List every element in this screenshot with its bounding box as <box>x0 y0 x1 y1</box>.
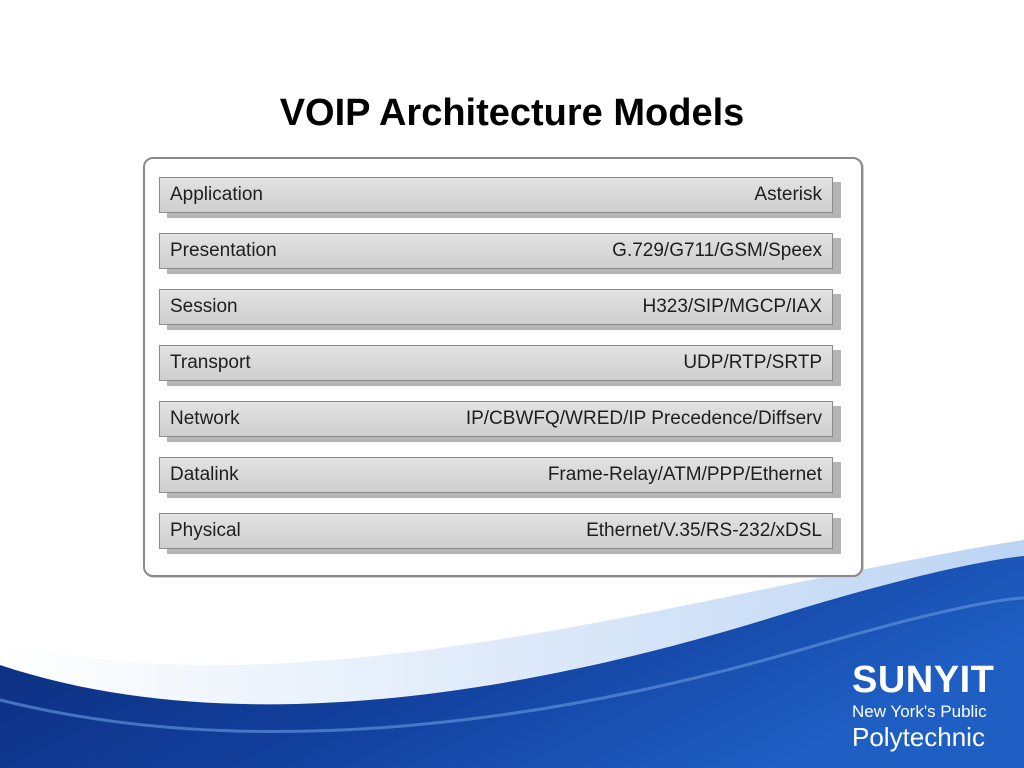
layer-row-transport: Transport UDP/RTP/SRTP <box>159 345 833 381</box>
layer-row-session: Session H323/SIP/MGCP/IAX <box>159 289 833 325</box>
layer-name: Datalink <box>170 464 239 485</box>
logo-sub-text: New York's Public <box>852 702 987 721</box>
layer-name: Physical <box>170 520 241 541</box>
layer-name: Network <box>170 408 240 429</box>
logo-main-text: SUNYIT <box>852 659 995 701</box>
layer-protocols: IP/CBWFQ/WRED/IP Precedence/Diffserv <box>465 408 822 429</box>
layer-protocols: H323/SIP/MGCP/IAX <box>642 296 822 317</box>
layer-row-physical: Physical Ethernet/V.35/RS-232/xDSL <box>159 513 833 549</box>
layer-protocols: Ethernet/V.35/RS-232/xDSL <box>586 520 822 541</box>
layer-name: Transport <box>170 352 251 373</box>
layer-name: Session <box>170 296 238 317</box>
logo-tagline: Polytechnic <box>852 722 985 752</box>
layer-protocols: UDP/RTP/SRTP <box>683 352 822 373</box>
layer-name: Presentation <box>170 240 277 261</box>
layer-protocols: Asterisk <box>754 184 822 205</box>
layer-row-application: Application Asterisk <box>159 177 833 213</box>
layer-row-presentation: Presentation G.729/G711/GSM/Speex <box>159 233 833 269</box>
sunyit-logo: SUNYIT New York's Public Polytechnic <box>852 660 1012 752</box>
layer-row-datalink: Datalink Frame-Relay/ATM/PPP/Ethernet <box>159 457 833 493</box>
layer-protocols: G.729/G711/GSM/Speex <box>612 240 822 261</box>
osi-layer-diagram: Application Asterisk Presentation G.729/… <box>143 157 863 577</box>
layer-protocols: Frame-Relay/ATM/PPP/Ethernet <box>547 464 822 485</box>
layer-row-network: Network IP/CBWFQ/WRED/IP Precedence/Diff… <box>159 401 833 437</box>
layer-name: Application <box>170 184 263 205</box>
slide-title: VOIP Architecture Models <box>279 92 745 134</box>
